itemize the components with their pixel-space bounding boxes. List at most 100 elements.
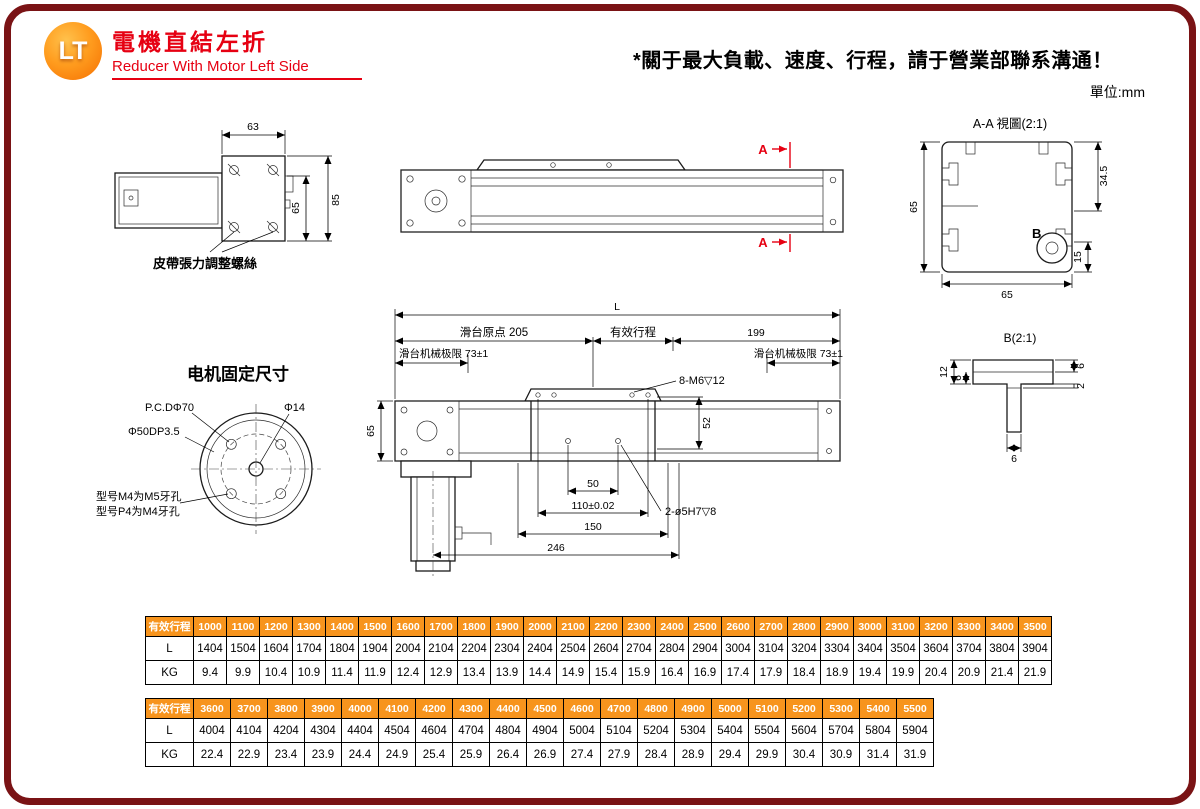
detail-b-profile [972,359,1054,433]
table-cell: 24.4 [341,742,379,767]
note-p4: 型号P4为M4牙孔 [96,504,180,518]
unit-label: 單位:mm [1089,84,1145,100]
dim-6-bottom-label: 6 [1011,453,1017,465]
dim-2: 2 [1023,383,1087,389]
dim-limit-right: 滑台机械极限 73±1 [754,347,843,373]
dim-34-5-label: 34.5 [1098,166,1110,187]
drawing-motor-mount: 电机固定尺寸 P.C.DΦ70 Φ14 Φ50DP3.5 型号M4为M5牙孔 型… [96,364,321,534]
stroke-header-value: 5100 [748,698,786,719]
page-title-cn: 電機直結左折 [112,29,268,55]
table-cell: 1804 [325,636,359,661]
table-cell: 5204 [637,718,675,743]
dim-limit-left: 滑台机械极限 73±1 [395,347,488,373]
stroke-header-value: 5200 [785,698,823,719]
note-m4: 型号M4为M5牙孔 [96,489,182,503]
rail-assembly [394,388,841,462]
stroke-header-value: 1700 [424,616,458,637]
table-cell: 3104 [754,636,788,661]
drawing-section-aa: A-A 視圖(2:1) B 65 34.5 15 65 [908,116,1110,301]
dim-199-label: 199 [747,327,765,339]
dim-246-label: 246 [547,542,565,554]
stroke-header-value: 2800 [787,616,821,637]
stroke-header-value: 5300 [822,698,860,719]
center-hole-label: Φ14 [284,402,305,414]
table-cell: 1704 [292,636,326,661]
dim-52: 52 [657,396,713,450]
table-cell: 20.4 [919,660,953,685]
table-cell: 28.4 [637,742,675,767]
holes-label: 8-M6▽12 [679,375,725,387]
dim-6-left-label: 6 [952,375,964,381]
dim-150-label: 150 [584,521,602,533]
stroke-header-value: 4000 [341,698,379,719]
drawing-detail-b: B(2:1) 12 6 6 2 6 [938,331,1087,465]
dim-50: 50 [567,445,619,495]
table-cell: 5104 [600,718,638,743]
table-cell: 14.4 [523,660,557,685]
table-cell: 20.9 [952,660,986,685]
table-cell: 11.4 [325,660,359,685]
dim-limit-left-label: 滑台机械极限 73±1 [399,347,488,360]
table-cell: 30.4 [785,742,823,767]
table-cell: 1404 [193,636,227,661]
table-cell: 1604 [259,636,293,661]
row-label: L [145,636,194,661]
stroke-header-value: 2900 [820,616,854,637]
stroke-header-value: 2500 [688,616,722,637]
stroke-header-value: 4200 [415,698,453,719]
lt-logo-text: LT [58,36,88,65]
stroke-header-label: 有效行程 [145,698,194,719]
table-cell: 9.4 [193,660,227,685]
dim-6-left: 6 [952,372,970,384]
table-cell: 15.4 [589,660,623,685]
table-cell: 2904 [688,636,722,661]
table-cell: 4204 [267,718,305,743]
dim-65-side: 65 [287,175,310,241]
holes-callout: 8-M6▽12 [633,375,725,393]
table-cell: 12.4 [391,660,425,685]
stroke-header-value: 4800 [637,698,675,719]
table-cell: 2004 [391,636,425,661]
stroke-header-value: 2700 [754,616,788,637]
table-cell: 1904 [358,636,392,661]
table-cell: 10.9 [292,660,326,685]
dim-65-rail: 65 [365,400,393,462]
table-cell: 21.4 [985,660,1019,685]
table-cell: 4804 [489,718,527,743]
belt-screw-label: 皮帶張力調整螺絲 [152,256,257,271]
table-cell: 4604 [415,718,453,743]
section-cut-marks: A A [758,142,791,252]
dim-63: 63 [221,121,286,154]
pcd-label: P.C.DΦ70 [145,402,194,414]
dim-12: 12 [938,359,971,385]
stroke-header-value: 2000 [523,616,557,637]
table-cell: 28.9 [674,742,712,767]
dim-L: L [394,301,841,399]
table-cell: 2204 [457,636,491,661]
table-cell: 22.4 [193,742,231,767]
motor-mount-title: 电机固定尺寸 [187,364,289,384]
stroke-header-value: 5000 [711,698,749,719]
stroke-header-label: 有效行程 [145,616,194,637]
dim-150: 150 [517,463,669,538]
dim-34-5: 34.5 [1074,141,1110,212]
table-cell: 9.9 [226,660,260,685]
table-cell: 3604 [919,636,953,661]
stroke-header-value: 1000 [193,616,227,637]
table-cell: 2604 [589,636,623,661]
lt-logo: LT [44,22,102,80]
row-label: L [145,718,194,743]
table-cell: 1504 [226,636,260,661]
stroke-header-value: 2400 [655,616,689,637]
table-cell: 3404 [853,636,887,661]
table-cell: 5604 [785,718,823,743]
stroke-header-value: 4500 [526,698,564,719]
table-cell: 3704 [952,636,986,661]
table-cell: 18.4 [787,660,821,685]
table-cell: 26.4 [489,742,527,767]
dim-65-side-label: 65 [290,202,302,214]
table-cell: 29.4 [711,742,749,767]
stroke-header-value: 2300 [622,616,656,637]
table-cell: 5904 [896,718,934,743]
